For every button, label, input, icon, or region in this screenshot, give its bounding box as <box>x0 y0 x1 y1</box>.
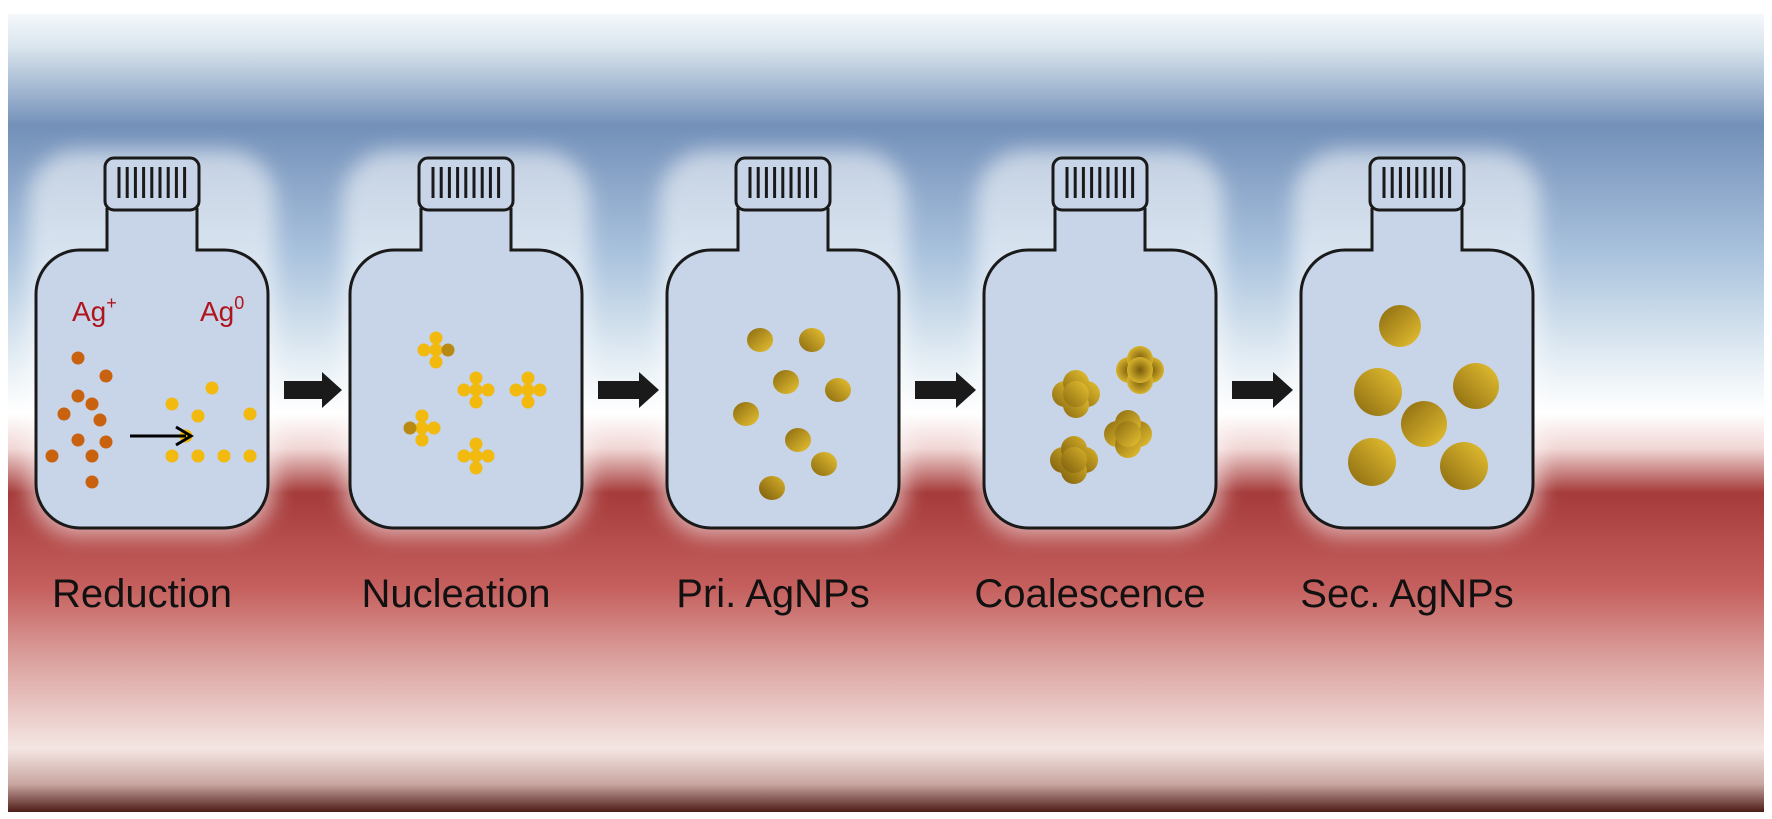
coalescing-cluster <box>1050 436 1098 484</box>
silver-ion-dot <box>99 369 113 383</box>
ion-labels: Ag+Ag0 <box>72 293 244 327</box>
reaction-arrow-icon <box>130 425 194 447</box>
bottle-body <box>34 248 270 530</box>
silver-ion-dot <box>85 449 99 463</box>
bottle-icon: Ag+Ag0 <box>28 150 276 536</box>
bottle-icon <box>342 150 590 536</box>
silver-ion-dot <box>85 475 99 489</box>
secondary-nanoparticle <box>1453 363 1499 409</box>
silver-ion-dot <box>57 407 71 421</box>
primary-nanoparticle <box>759 476 785 500</box>
cap-icon <box>1051 156 1149 212</box>
nucleus-cluster <box>417 331 455 369</box>
process-arrow-icon <box>915 372 976 408</box>
silver-ion-dot <box>71 389 85 403</box>
silver-ion-dot <box>45 449 59 463</box>
process-arrow-icon <box>1232 372 1293 408</box>
cap-icon <box>103 156 201 212</box>
silver-ion-label-base: Ag <box>72 296 106 327</box>
bottle-body <box>982 248 1218 530</box>
primary-nanoparticle <box>773 370 799 394</box>
silver-atom-dot <box>165 397 179 411</box>
stage-label: Pri. AgNPs <box>676 572 869 616</box>
bottle-icon <box>1293 150 1541 536</box>
silver-atom-label: Ag0 <box>200 293 244 327</box>
secondary-nanoparticle <box>1348 438 1396 486</box>
process-arrows-layer <box>284 372 1293 408</box>
bottles-layer: Ag+Ag0 <box>28 150 1541 536</box>
stage-label: Coalescence <box>974 572 1205 616</box>
primary-nanoparticle <box>799 328 825 352</box>
bottle-icon <box>659 150 907 536</box>
silver-atom-dot <box>205 381 219 395</box>
primary-nanoparticle <box>733 402 759 426</box>
cap-icon <box>417 156 515 212</box>
nucleus-cluster <box>457 371 495 409</box>
silver-atom-dot <box>243 449 257 463</box>
bottle-icon <box>976 150 1224 536</box>
process-arrow-icon <box>284 372 342 408</box>
silver-atom-label-charge: 0 <box>234 293 244 313</box>
silver-ion-dot <box>99 435 113 449</box>
secondary-nanoparticle <box>1401 401 1447 447</box>
secondary-nanoparticle <box>1354 368 1402 416</box>
stage-label: Nucleation <box>361 572 550 616</box>
nucleus-cluster <box>403 409 441 447</box>
silver-ion-dot <box>71 433 85 447</box>
stage-label: Reduction <box>52 572 232 616</box>
coalescing-cluster <box>1104 410 1152 458</box>
stage-labels-layer: Reduction Nucleation Pri. AgNPs Coalescence… <box>52 572 1514 616</box>
silver-atom-dot <box>217 449 231 463</box>
silver-atom-label-base: Ag <box>200 296 234 327</box>
silver-atom-dot <box>191 449 205 463</box>
silver-atom-dot <box>243 407 257 421</box>
silver-ion-dot <box>85 397 99 411</box>
coalescing-cluster <box>1052 370 1100 418</box>
primary-nanoparticle <box>825 378 851 402</box>
silver-ion-dot <box>71 351 85 365</box>
primary-nanoparticle <box>811 452 837 476</box>
stage-label: Sec. AgNPs <box>1300 572 1513 616</box>
nucleus-cluster <box>509 371 547 409</box>
silver-atom-dot <box>165 449 179 463</box>
secondary-nanoparticle <box>1440 442 1488 490</box>
cap-icon <box>734 156 832 212</box>
process-arrow-icon <box>598 372 659 408</box>
silver-ion-dot <box>93 413 107 427</box>
primary-nanoparticle <box>747 328 773 352</box>
coalescing-cluster <box>1116 346 1164 394</box>
nucleus-cluster <box>457 437 495 475</box>
primary-nanoparticle <box>785 428 811 452</box>
silver-ion-label-charge: + <box>106 293 117 313</box>
silver-ion-label: Ag+ <box>72 293 117 327</box>
cap-icon <box>1368 156 1466 212</box>
silver-atom-dot <box>191 409 205 423</box>
secondary-nanoparticle <box>1379 305 1421 347</box>
